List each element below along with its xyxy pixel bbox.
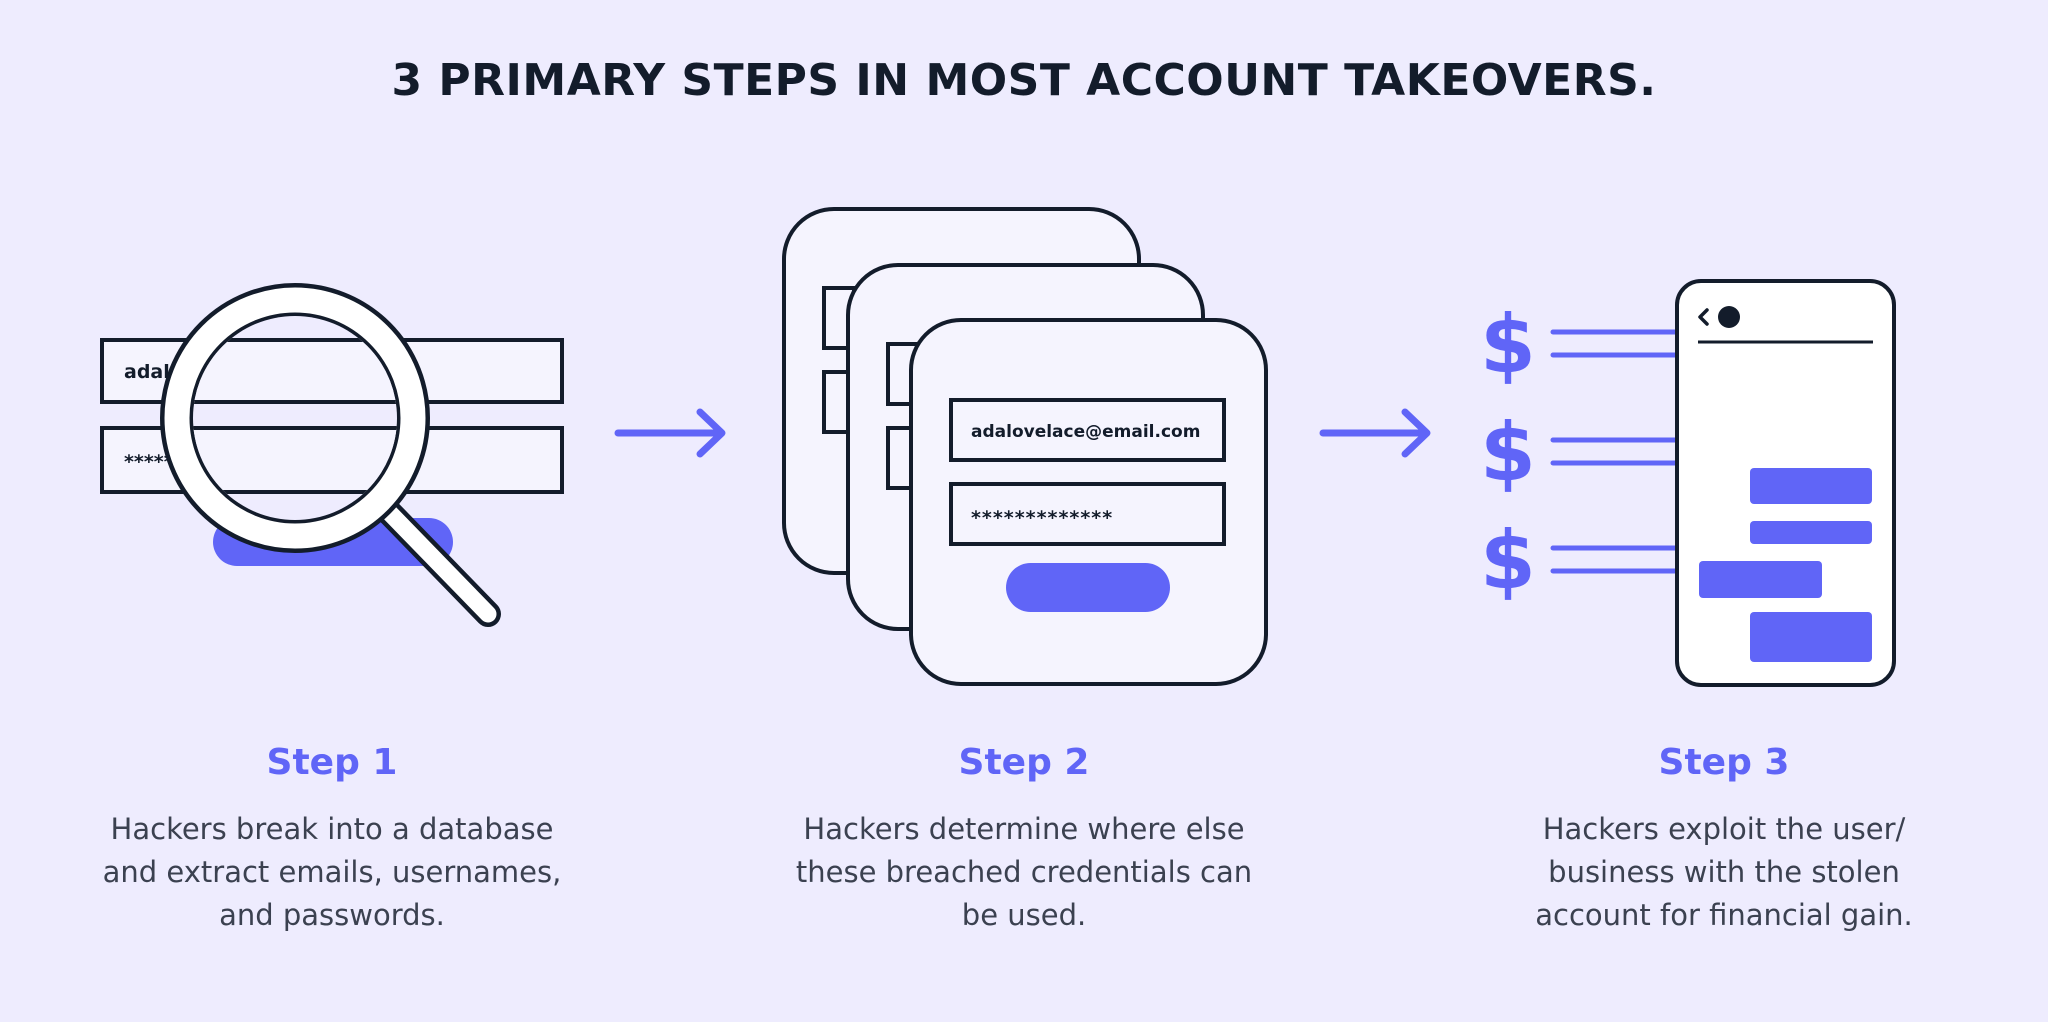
speed-lines	[1550, 329, 1680, 574]
password-field-text: *************	[971, 507, 1113, 529]
step-3-description-line: business with the stolen	[1548, 855, 1900, 889]
magnifying-glass-icon	[160, 283, 501, 627]
mobile-phone-icon	[1675, 279, 1896, 687]
step-2-description-line: Hackers determine where else	[803, 812, 1245, 846]
step-3-description: Hackers exploit the user/ business with …	[1444, 808, 2004, 937]
step-3-heading: Step 3	[1658, 742, 1790, 783]
dollar-sign-icon: $	[1480, 298, 1536, 391]
page-title: 3 PRIMARY STEPS IN MOST ACCOUNT TAKEOVER…	[391, 55, 1657, 106]
step-1-illustration: adalovelace@email.com *****es2345!	[100, 283, 564, 627]
login-button-shape	[1006, 563, 1170, 612]
step-1-description: Hackers break into a database and extrac…	[52, 808, 612, 937]
arrow-right-icon	[614, 408, 726, 458]
chat-bubble-incoming	[1699, 561, 1822, 598]
arrow-right-icon	[1319, 408, 1431, 458]
svg-text:$: $	[1480, 298, 1536, 391]
email-field-text: adalovelace@email.com	[971, 422, 1200, 442]
stacked-login-cards-icon: adalovelace@email.com *************	[782, 207, 1268, 686]
svg-text:$: $	[1480, 514, 1536, 607]
chat-bubble-outgoing	[1750, 612, 1872, 662]
chat-bubble-outgoing	[1750, 468, 1872, 504]
chat-bubble-outgoing	[1750, 521, 1872, 544]
step-2-description: Hackers determine where else these breac…	[744, 808, 1304, 937]
step-2-description-line: be used.	[961, 898, 1087, 932]
dollar-sign-icon: $	[1480, 514, 1536, 607]
step-2-heading: Step 2	[958, 742, 1090, 783]
dollar-sign-icon: $	[1480, 406, 1536, 499]
back-chevron-icon	[1698, 308, 1709, 326]
step-3-description-line: Hackers exploit the user/	[1542, 812, 1906, 846]
svg-text:$: $	[1480, 406, 1536, 499]
avatar	[1718, 306, 1740, 328]
email-field-box	[949, 398, 1226, 462]
password-field-box	[949, 482, 1226, 546]
step-1-heading: Step 1	[266, 742, 398, 783]
step-2-description-line: these breached credentials can	[795, 855, 1253, 889]
step-1-description-line: and passwords.	[219, 898, 445, 932]
step-3-description-line: account for financial gain.	[1535, 898, 1913, 932]
step-1-description-line: and extract emails, usernames,	[102, 855, 562, 889]
step-1-description-line: Hackers break into a database	[110, 812, 554, 846]
step-3-illustration: $ $ $	[1480, 279, 1896, 687]
